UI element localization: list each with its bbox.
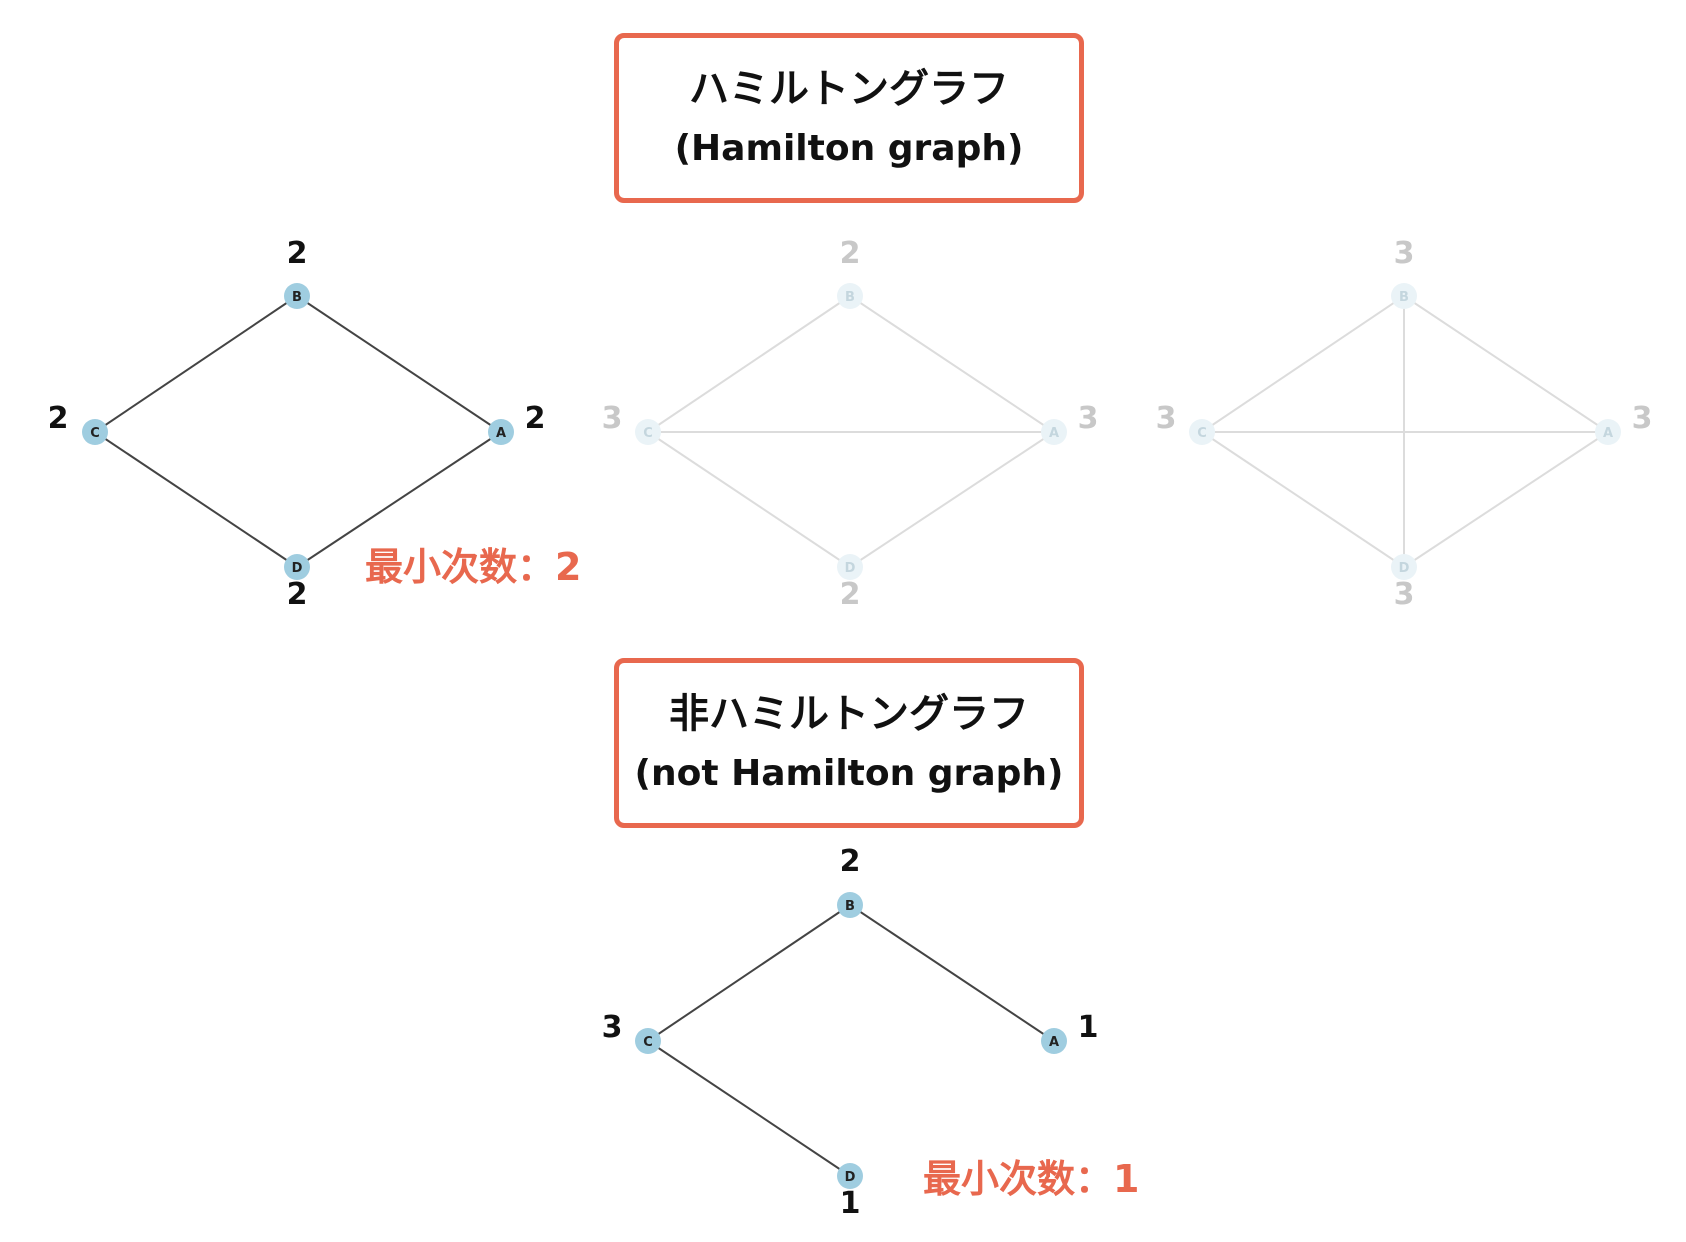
node-D [837, 1163, 863, 1189]
edge-B-A [1403, 295, 1609, 433]
edge-B-C [94, 295, 298, 433]
node-D [1391, 554, 1417, 580]
node-label-C: C [1197, 426, 1207, 441]
node-label-D: D [845, 1170, 856, 1185]
hamilton-title-box: ハミルトングラフ (Hamilton graph) [614, 33, 1084, 203]
node-B [837, 892, 863, 918]
node-label-D: D [1399, 561, 1410, 576]
degree-label-B: 2 [287, 236, 308, 271]
degree-label-A: 2 [525, 401, 546, 436]
degree-label-C: 3 [1156, 401, 1177, 436]
min-degree-label: 最小次数：1 [923, 1157, 1139, 1201]
hamilton-title-jp: ハミルトングラフ [689, 66, 1009, 113]
not-hamilton-title-jp: 非ハミルトングラフ [669, 691, 1029, 738]
not-hamilton-title-en: (not Hamilton graph) [634, 753, 1064, 795]
node-label-A: A [1603, 426, 1613, 441]
edge-B-A [296, 295, 502, 433]
node-label-B: B [845, 290, 855, 305]
node-label-D: D [845, 561, 856, 576]
degree-label-C: 2 [48, 401, 69, 436]
degree-label-A: 3 [1632, 401, 1653, 436]
node-D [284, 554, 310, 580]
node-B [1391, 283, 1417, 309]
edge-C-D [1201, 431, 1405, 568]
edge-D-A [849, 431, 1055, 568]
node-A [1041, 419, 1067, 445]
degree-label-D: 2 [840, 577, 861, 612]
node-label-C: C [90, 426, 100, 441]
edge-C-D [94, 431, 298, 568]
node-C [1189, 419, 1215, 445]
edge-C-D [647, 1040, 851, 1177]
degree-label-C: 3 [602, 1010, 623, 1045]
node-label-C: C [643, 426, 653, 441]
edge-D-A [296, 431, 502, 568]
node-A [488, 419, 514, 445]
edge-C-D [647, 431, 851, 568]
node-C [82, 419, 108, 445]
node-A [1595, 419, 1621, 445]
edge-B-C [647, 295, 851, 433]
degree-label-B: 2 [840, 844, 861, 879]
not-hamilton-title-box: 非ハミルトングラフ (not Hamilton graph) [614, 658, 1084, 828]
edge-B-C [1201, 295, 1405, 433]
degree-label-B: 2 [840, 236, 861, 271]
min-degree-label: 最小次数：2 [365, 545, 581, 589]
node-B [284, 283, 310, 309]
edge-B-A [849, 295, 1055, 433]
hamilton-title-en: (Hamilton graph) [674, 128, 1024, 170]
degree-label-D: 2 [287, 577, 308, 612]
degree-label-D: 3 [1394, 577, 1415, 612]
node-B [837, 283, 863, 309]
node-label-C: C [643, 1035, 653, 1050]
degree-label-D: 1 [840, 1186, 861, 1221]
node-C [635, 1028, 661, 1054]
degree-label-A: 1 [1078, 1010, 1099, 1045]
node-label-B: B [845, 899, 855, 914]
node-label-A: A [496, 426, 506, 441]
node-A [1041, 1028, 1067, 1054]
edge-B-C [647, 904, 851, 1042]
degree-label-A: 3 [1078, 401, 1099, 436]
node-label-A: A [1049, 426, 1059, 441]
degree-label-C: 3 [602, 401, 623, 436]
degree-label-B: 3 [1394, 236, 1415, 271]
node-label-D: D [292, 561, 303, 576]
edge-D-A [1403, 431, 1609, 568]
edge-B-A [849, 904, 1055, 1042]
node-D [837, 554, 863, 580]
node-label-A: A [1049, 1035, 1059, 1050]
node-label-B: B [292, 290, 302, 305]
node-C [635, 419, 661, 445]
node-label-B: B [1399, 290, 1409, 305]
